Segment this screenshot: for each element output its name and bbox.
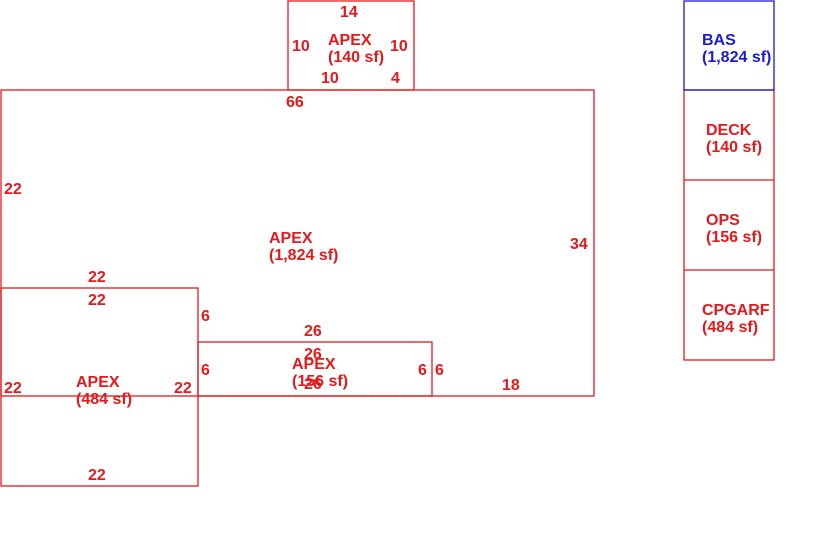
dim-left-left: 22: [4, 380, 22, 397]
dim-main-left: 22: [4, 181, 22, 198]
area-label-sf: (156 sf): [292, 373, 348, 390]
area-label-sf: (1,824 sf): [269, 247, 338, 264]
dim-notch-left-lower: 6: [201, 362, 210, 379]
dim-main-top: 66: [286, 94, 304, 111]
dim-left-bottom: 22: [88, 467, 106, 484]
dim-small-right-outer: 6: [435, 362, 444, 379]
area-label-name: APEX: [76, 374, 120, 391]
dim-small-top-outer: 26: [304, 323, 322, 340]
area-label-name: APEX: [269, 230, 313, 247]
dim-notch-left-upper: 6: [201, 308, 210, 325]
legend-code-cpgarf: CPGARF: [702, 302, 770, 319]
legend-area-deck: (140 sf): [706, 139, 762, 156]
dim-top-right: 10: [390, 38, 408, 55]
area-label-name: APEX: [328, 32, 372, 49]
area-label-sf: (484 sf): [76, 391, 132, 408]
dim-small-top-inner: 26: [304, 346, 322, 363]
dim-main-inner-left: 22: [88, 269, 106, 286]
dim-main-bottom-right: 18: [502, 377, 520, 394]
legend: BAS (1,824 sf) DECK (140 sf) OPS (156 sf…: [683, 0, 775, 361]
dim-small-bottom: 26: [304, 376, 322, 393]
legend-code-ops: OPS: [706, 212, 740, 229]
legend-area-ops: (156 sf): [706, 229, 762, 246]
legend-box-bas: [683, 0, 775, 91]
dim-top-left: 10: [292, 38, 310, 55]
small-area-outline: [197, 341, 433, 397]
dim-top-bottom: 10: [321, 70, 339, 87]
dim-top-bottom-right: 4: [391, 70, 400, 87]
legend-code-bas: BAS: [702, 32, 736, 49]
dim-left-top: 22: [88, 292, 106, 309]
area-label-name: APEX: [292, 356, 336, 373]
area-label-sf: (140 sf): [328, 49, 384, 66]
legend-area-bas: (1,824 sf): [702, 49, 771, 66]
dim-small-right-inner: 6: [418, 362, 427, 379]
dim-main-right: 34: [570, 236, 588, 253]
legend-area-cpgarf: (484 sf): [702, 319, 758, 336]
dim-top-width: 14: [340, 4, 358, 21]
dim-left-right: 22: [174, 380, 192, 397]
legend-code-deck: DECK: [706, 122, 752, 139]
